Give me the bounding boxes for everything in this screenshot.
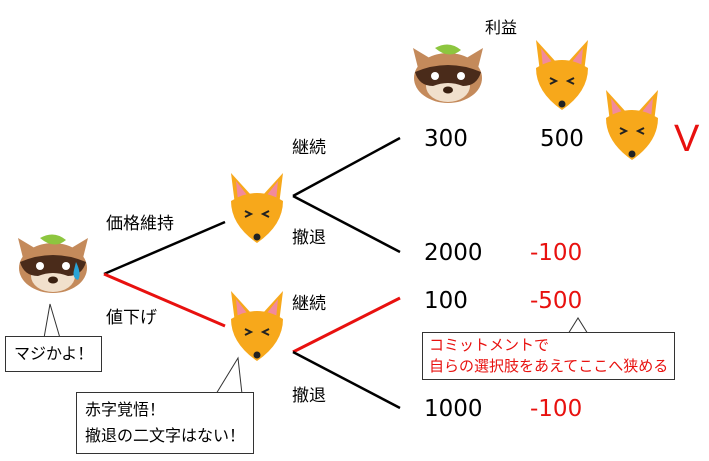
edge-upper-continue xyxy=(292,136,401,198)
fox-icon xyxy=(231,173,283,243)
payoff-fox: -500 xyxy=(530,288,583,314)
callout-line-1: コミットメントで xyxy=(429,336,550,354)
fox-speech-line-1: 赤字覚悟！ xyxy=(85,400,166,419)
payoff-raccoon: 100 xyxy=(424,288,468,314)
fox-icon xyxy=(536,40,588,110)
sweat-drop-icon xyxy=(73,262,80,280)
fox-icon xyxy=(606,90,658,160)
branch-label-keep-price: 価格維持 xyxy=(106,214,174,234)
branch-label-continue-lower: 継続 xyxy=(292,294,326,314)
payoff-raccoon: 2000 xyxy=(424,240,483,266)
edge-keep-price xyxy=(103,220,226,276)
branch-label-withdraw-lower: 撤退 xyxy=(292,386,326,406)
raccoon-bubble-tail xyxy=(43,303,61,338)
branch-label-cut-price: 値下げ xyxy=(106,308,157,328)
edge-lower-continue xyxy=(292,296,401,354)
callout-line-2: 自らの選択肢をあえてここへ狭める xyxy=(429,357,669,375)
payoff-fox: -100 xyxy=(530,240,583,266)
leaf-icon xyxy=(40,234,66,245)
profit-header: 利益 xyxy=(485,18,518,37)
payoff-fox: -100 xyxy=(530,396,583,422)
payoff-raccoon: 1000 xyxy=(424,396,483,422)
raccoon-icon xyxy=(18,234,88,293)
payoff-raccoon: 300 xyxy=(424,126,468,152)
edge-upper-withdraw xyxy=(292,194,401,254)
fox-icon xyxy=(231,291,283,361)
fox-bubble-tail xyxy=(215,356,243,394)
payoff-fox: 500 xyxy=(540,126,584,152)
callout-tail xyxy=(567,317,589,334)
edge-cut-price xyxy=(103,272,226,328)
commitment-callout: コミットメントで 自らの選択肢をあえてここへ狭める xyxy=(422,332,676,380)
raccoon-speech-bubble: マジかよ！ xyxy=(5,336,103,372)
raccoon-speech-text: マジかよ！ xyxy=(14,344,94,363)
branch-label-withdraw-upper: 撤退 xyxy=(292,228,326,248)
fox-speech-bubble: 赤字覚悟！ 撤退の二文字はない！ xyxy=(76,392,255,454)
branch-label-continue-upper: 継続 xyxy=(292,138,326,158)
edge-lower-withdraw xyxy=(292,350,401,410)
raccoon-icon xyxy=(413,44,483,103)
victory-mark: V xyxy=(674,118,700,160)
leaf-icon xyxy=(435,44,461,55)
fox-speech-line-2: 撤退の二文字はない！ xyxy=(85,426,246,445)
